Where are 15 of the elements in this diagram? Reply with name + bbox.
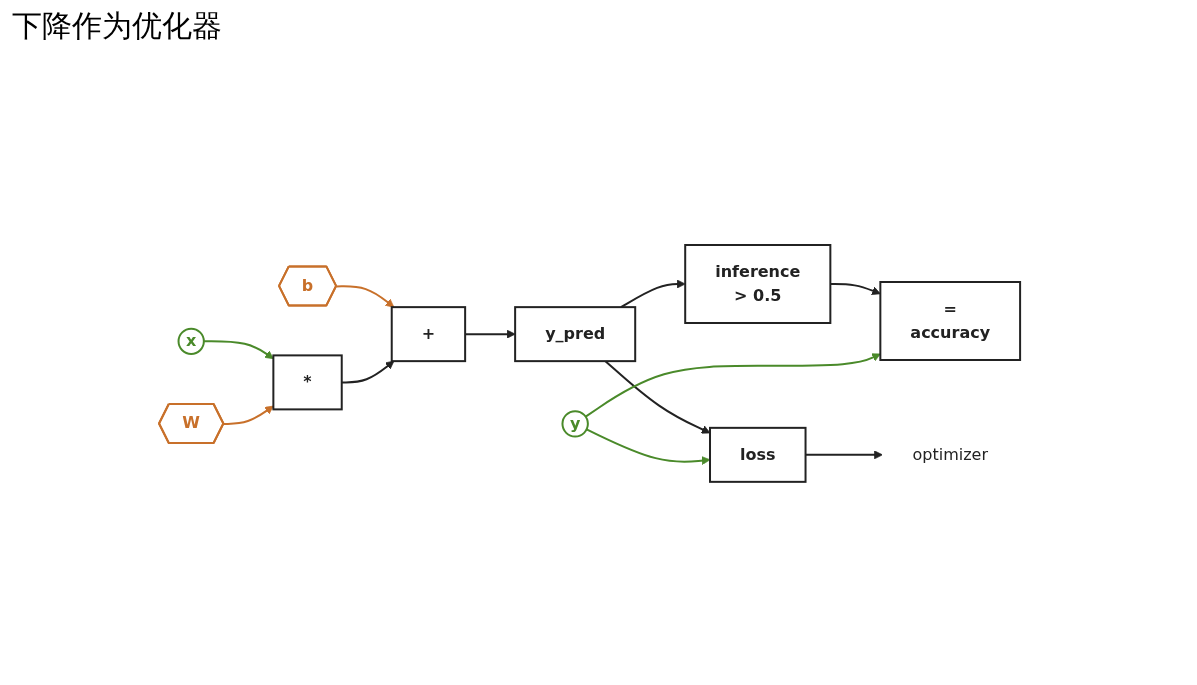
- arrow: [336, 284, 395, 308]
- arrow: [586, 427, 711, 465]
- node-box: loss: [709, 426, 807, 483]
- node-box: y_pred: [514, 305, 637, 362]
- node-circle: x: [177, 327, 206, 355]
- node-box: +: [391, 305, 467, 362]
- diagram-title: 下降作为优化器: [12, 7, 223, 45]
- node-box: *: [272, 353, 344, 410]
- arrow: [604, 359, 711, 434]
- node-box: inference > 0.5: [684, 243, 832, 324]
- node-text: optimizer: [912, 444, 989, 464]
- node-circle: y: [561, 409, 590, 438]
- arrow: [203, 339, 275, 359]
- arrow: [223, 405, 275, 425]
- node-box: = accuracy: [879, 280, 1022, 361]
